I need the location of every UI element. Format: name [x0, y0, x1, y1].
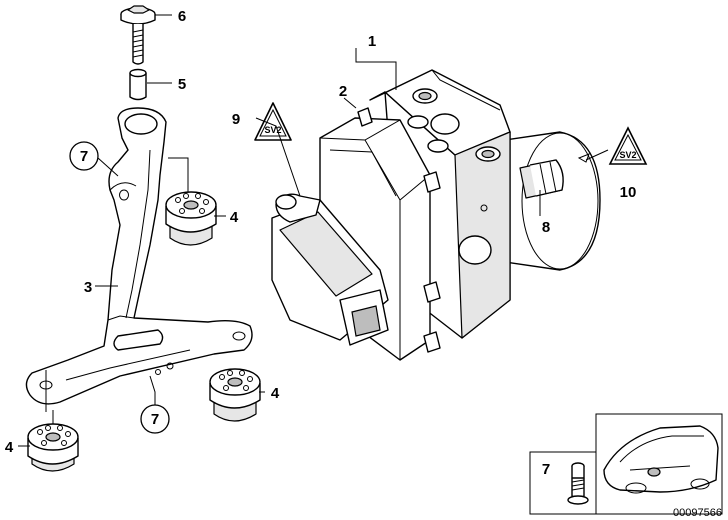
reference-number: 00097566 [673, 507, 722, 519]
svg-text:SV2: SV2 [619, 150, 636, 160]
callout-7: 7 [151, 411, 159, 428]
leader-lines [18, 14, 609, 447]
callout-4: 4 [230, 209, 239, 226]
callout-5: 5 [178, 76, 186, 93]
abs-hydraulic-unit [271, 69, 601, 361]
sleeve-part-5 [129, 68, 147, 101]
vehicle-locator-inset [529, 413, 723, 515]
callout-8: 8 [542, 219, 550, 236]
callout-circle [69, 141, 99, 171]
callout-9: 9 [232, 111, 240, 128]
inset-bolt-part-7 [567, 462, 589, 505]
callout-7: 7 [80, 148, 88, 165]
warning-triangle-icon: SV2 [608, 126, 648, 165]
callout-6: 6 [178, 8, 186, 25]
callout-3: 3 [84, 279, 92, 296]
rubber-mount-part-4-upper [165, 191, 217, 246]
bolt-part-6 [120, 5, 156, 65]
callout-4: 4 [271, 385, 280, 402]
callout-7: 7 [542, 461, 550, 478]
rubber-mount-part-4-right [209, 368, 261, 422]
callout-4: 4 [5, 439, 14, 456]
callout-1: 1 [368, 33, 376, 50]
warning-triangle-icon: SV2 [254, 102, 292, 141]
callout-circle [140, 404, 170, 434]
callout-10: 10 [620, 184, 637, 201]
bracket-part-3 [25, 107, 253, 412]
rubber-mount-part-4-left [27, 423, 79, 472]
callout-2: 2 [339, 83, 347, 100]
svg-text:SV2: SV2 [264, 125, 281, 135]
